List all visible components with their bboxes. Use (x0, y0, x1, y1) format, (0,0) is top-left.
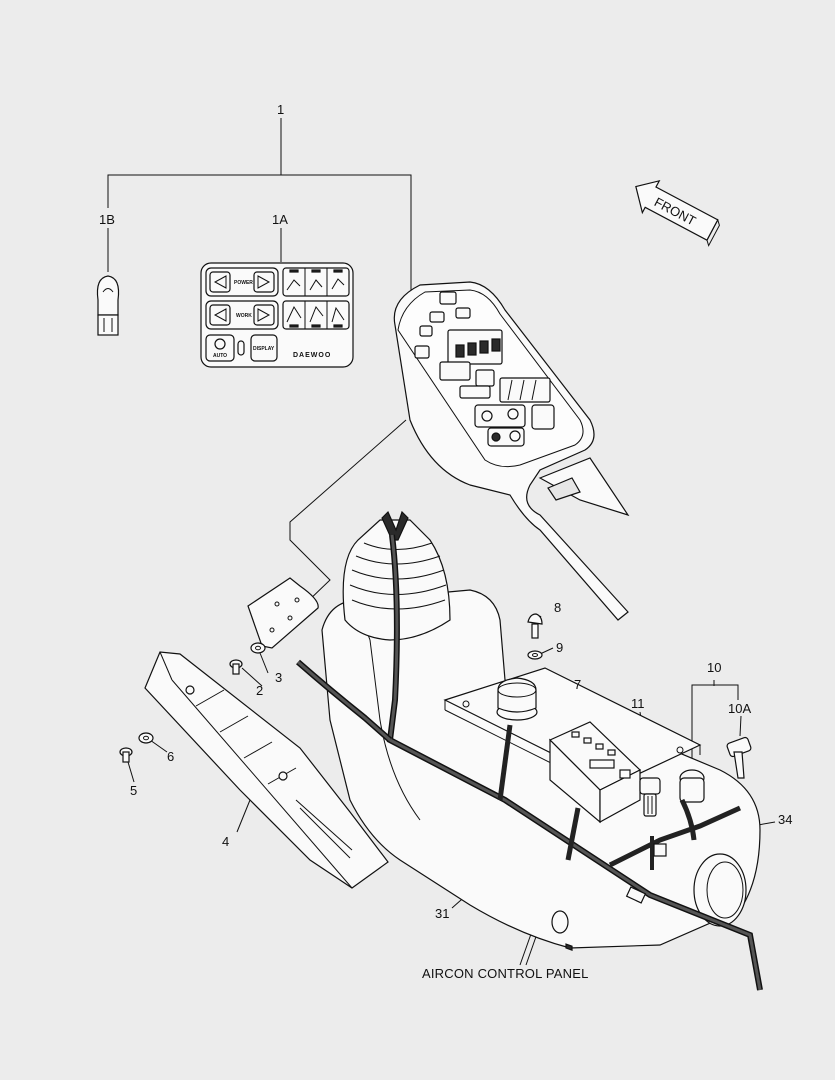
callout-3: 3 (275, 670, 282, 685)
brand-label: DAEWOO (293, 352, 331, 359)
switch-11 (639, 777, 661, 817)
screw-2 (229, 659, 243, 675)
auto-label: AUTO (213, 353, 227, 359)
aircon-control-panel (548, 721, 642, 952)
washer-3 (250, 642, 266, 654)
power-label: POWER (234, 280, 253, 286)
callout-8: 8 (554, 600, 561, 615)
monitor-console (393, 281, 630, 621)
aircon-caption: AIRCON CONTROL PANEL (422, 966, 589, 981)
switch-7 (496, 677, 538, 721)
lower-console (321, 589, 761, 949)
key-10a (726, 736, 752, 779)
callout-11: 11 (631, 696, 645, 711)
callout-31: 31 (435, 906, 449, 921)
callout-4: 4 (222, 834, 229, 849)
bulb-1b (96, 275, 120, 336)
callout-9: 9 (556, 640, 563, 655)
callout-34: 34 (778, 812, 792, 827)
front-direction-arrow: FRONT (635, 179, 720, 247)
callout-10: 10 (707, 660, 721, 675)
display-label: DISPLAY (253, 346, 275, 352)
screw-5 (119, 747, 133, 763)
callout-6: 6 (167, 749, 174, 764)
callout-1: 1 (277, 102, 284, 117)
side-cover-4 (144, 651, 389, 889)
key-switch-10 (679, 769, 705, 841)
washer-9 (527, 650, 543, 660)
washer-6 (138, 732, 154, 744)
callout-5: 5 (130, 783, 137, 798)
callout-7: 7 (574, 677, 581, 692)
callout-10a: 10A (728, 701, 751, 716)
callout-labels: 1 1A 1B 2 3 4 5 6 7 8 9 10 10A 11 31 34 … (99, 102, 792, 981)
callout-1a: 1A (272, 212, 288, 227)
callout-2: 2 (256, 683, 263, 698)
switch-panel-1a: POWER WORK AUTO DISPLAY DAEWOO (200, 262, 354, 368)
bracket-plate (247, 577, 319, 649)
wiring-harness (296, 534, 763, 991)
callout-1b: 1B (99, 212, 115, 227)
work-label: WORK (236, 313, 252, 319)
bolt-8 (527, 613, 543, 639)
